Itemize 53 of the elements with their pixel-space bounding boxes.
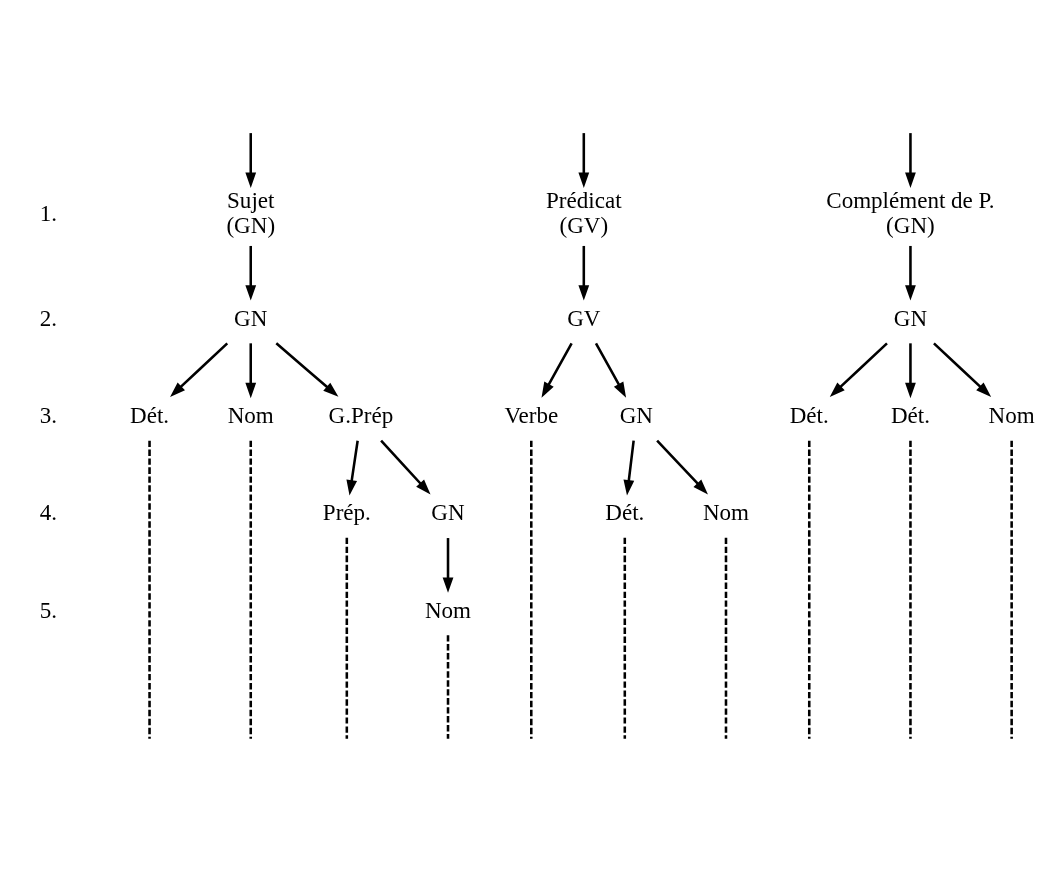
node-text: GN <box>619 401 653 428</box>
label: 2. <box>39 304 57 331</box>
arrow <box>578 245 590 301</box>
arrow <box>245 342 257 398</box>
arrow <box>245 245 257 301</box>
node-text: Complément de P. (GN) <box>826 186 995 238</box>
arrow <box>346 440 359 495</box>
node-text: Nom <box>424 596 472 623</box>
node-text: Prép. <box>322 498 371 525</box>
connector <box>724 537 728 739</box>
arrow <box>578 132 590 188</box>
connector <box>808 440 811 739</box>
label: 5. <box>39 596 57 623</box>
node-text: GN <box>893 304 928 331</box>
label: 3. <box>39 401 57 428</box>
arrow <box>442 537 454 593</box>
node-text: Nom <box>702 498 750 525</box>
connector <box>446 634 450 739</box>
arrow <box>933 341 992 397</box>
node-text: GN <box>234 304 268 331</box>
node-text: Dét. <box>789 401 829 428</box>
connector <box>148 440 151 739</box>
arrow <box>905 245 916 301</box>
arrow <box>245 132 257 188</box>
arrow <box>541 342 573 398</box>
arrow <box>905 342 916 398</box>
node-text: Sujet (GN) <box>226 186 276 238</box>
connector <box>909 440 912 739</box>
node-text: Verbe <box>504 401 559 428</box>
arrow <box>656 439 708 494</box>
arrow <box>594 342 627 398</box>
node-text: Dét. <box>605 498 645 525</box>
connector <box>249 440 252 739</box>
node-text: Nom <box>227 401 274 428</box>
connector <box>345 537 349 739</box>
arrow <box>275 341 339 397</box>
node-text: GN <box>431 498 465 525</box>
label: 4. <box>39 498 57 525</box>
label: 1. <box>39 199 57 226</box>
connector <box>623 537 627 739</box>
arrow <box>829 341 888 397</box>
arrow <box>905 132 916 188</box>
arrow <box>623 440 635 495</box>
connector <box>1010 440 1013 739</box>
arrow <box>380 439 431 494</box>
node-text: GV <box>567 304 601 331</box>
node-text: Dét. <box>890 401 930 428</box>
node-text: G.Prép <box>328 401 394 428</box>
node-text: Nom <box>988 401 1035 428</box>
node-text: Prédicat (GV) <box>546 186 622 238</box>
arrow <box>170 341 229 397</box>
connector <box>530 440 533 739</box>
node-text: Dét. <box>130 401 170 428</box>
